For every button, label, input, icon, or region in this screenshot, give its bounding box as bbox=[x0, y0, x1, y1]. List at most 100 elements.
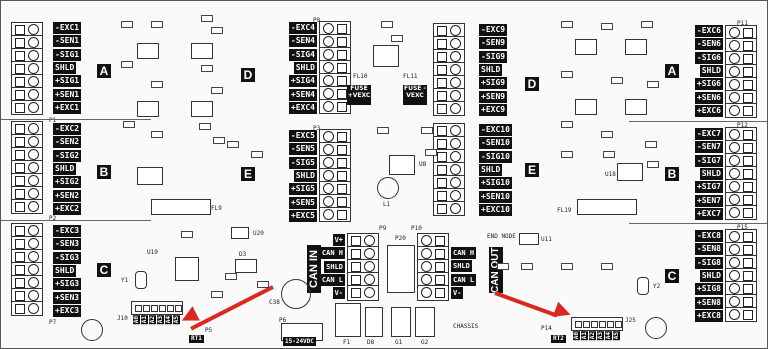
section-letter-e2: E bbox=[525, 163, 539, 177]
terminal-hole bbox=[323, 170, 334, 181]
component-g1 bbox=[391, 307, 411, 337]
can-out-pin-label: CAN L bbox=[451, 273, 477, 286]
smd-component bbox=[561, 121, 573, 128]
smd-component bbox=[211, 87, 223, 94]
signal-label: +EXC8 bbox=[694, 309, 723, 322]
signal-label: -SIG5 bbox=[288, 156, 317, 169]
signal-label: +SEN4 bbox=[288, 88, 317, 101]
can-out-pin-label: CAN H bbox=[451, 247, 477, 259]
terminal-hole bbox=[28, 225, 39, 236]
section-divider bbox=[1, 220, 151, 221]
smd-component bbox=[647, 161, 659, 168]
terminal-hole bbox=[323, 36, 334, 47]
signal-label: +SEN9 bbox=[479, 90, 508, 103]
component-g2 bbox=[415, 307, 435, 337]
signal-label: -SEN2 bbox=[53, 136, 82, 149]
ref-g1: G1 bbox=[395, 339, 403, 346]
terminal-hole bbox=[323, 196, 334, 207]
ref-d3: D3 bbox=[239, 251, 247, 258]
terminal-position bbox=[12, 23, 42, 36]
terminal-hole bbox=[323, 75, 334, 86]
terminal-position bbox=[12, 263, 42, 276]
terminal-position bbox=[320, 182, 350, 195]
address-pin-label: A4 bbox=[165, 315, 172, 325]
ic-u20 bbox=[231, 227, 249, 239]
terminal-position bbox=[12, 187, 42, 200]
terminal-screw bbox=[743, 41, 753, 51]
ref-p9: P9 bbox=[379, 225, 387, 232]
terminal-screw bbox=[437, 104, 447, 114]
terminal-screw bbox=[435, 288, 445, 298]
terminal-hole bbox=[323, 101, 334, 112]
diode-d3 bbox=[235, 259, 257, 273]
ic-u3 bbox=[191, 101, 213, 117]
smd-component bbox=[199, 123, 211, 130]
address-pin-label: A3 bbox=[157, 315, 164, 325]
terminal-screw bbox=[743, 245, 753, 255]
signal-label: +SIG9 bbox=[479, 77, 508, 90]
ref-u20: U20 bbox=[253, 230, 264, 237]
terminal-position bbox=[320, 208, 350, 221]
terminal-hole bbox=[28, 188, 39, 199]
terminal-hole bbox=[450, 103, 461, 114]
signal-label: +SIG6 bbox=[694, 78, 723, 91]
terminal-hole bbox=[729, 155, 740, 166]
terminal-screw bbox=[351, 288, 361, 298]
mounting-hole bbox=[645, 317, 667, 339]
terminal-screw bbox=[437, 52, 447, 62]
ref-p3: P3 bbox=[313, 125, 321, 132]
terminal-screw bbox=[337, 89, 347, 99]
ref-p11: P11 bbox=[737, 20, 748, 27]
terminal-position bbox=[434, 89, 464, 102]
can-in-pin-label: SHLD bbox=[324, 260, 345, 273]
terminal-screw bbox=[743, 143, 753, 153]
terminal-screw bbox=[15, 202, 25, 212]
ic-u5 bbox=[191, 43, 213, 59]
ic-u13 bbox=[625, 99, 647, 115]
smd-component bbox=[151, 131, 163, 138]
ref-j25: J25 bbox=[625, 317, 636, 324]
terminal-screw bbox=[15, 77, 25, 87]
terminal-screw bbox=[437, 26, 447, 36]
terminal-hole bbox=[323, 209, 334, 220]
ref-u18: U18 bbox=[605, 171, 616, 178]
smd-component bbox=[225, 273, 237, 280]
terminal-block-mid-right-bottom bbox=[433, 123, 465, 216]
terminal-position bbox=[726, 243, 756, 256]
terminal-position bbox=[12, 36, 42, 49]
terminal-hole bbox=[421, 261, 432, 272]
terminal-hole bbox=[450, 125, 461, 136]
signal-label: -SEN5 bbox=[288, 143, 317, 156]
smd-component bbox=[121, 61, 133, 68]
signal-label: -SEN6 bbox=[694, 38, 723, 51]
terminal-position bbox=[320, 100, 350, 113]
terminal-screw bbox=[15, 189, 25, 199]
terminal-screw bbox=[337, 24, 347, 34]
terminal-hole bbox=[729, 129, 740, 140]
terminal-position bbox=[726, 256, 756, 269]
smd-component bbox=[601, 23, 613, 30]
smd-component bbox=[211, 291, 223, 298]
smd-component bbox=[201, 65, 213, 72]
terminal-position bbox=[726, 206, 756, 219]
header-pin bbox=[583, 321, 590, 328]
ic-u7 bbox=[373, 45, 399, 67]
terminal-position bbox=[320, 156, 350, 169]
inductor-l1 bbox=[377, 177, 399, 199]
rt2-label: RT2 bbox=[551, 335, 566, 343]
ic-u18 bbox=[617, 163, 643, 181]
terminal-position bbox=[12, 276, 42, 289]
signal-label: +EXC2 bbox=[53, 202, 82, 215]
address-pin-label: A5 bbox=[173, 315, 180, 325]
terminal-position bbox=[726, 78, 756, 91]
terminal-position bbox=[348, 273, 378, 286]
signal-label: SHLD bbox=[479, 63, 503, 76]
terminal-hole bbox=[729, 283, 740, 294]
terminal-screw bbox=[437, 126, 447, 136]
section-letter-a: A bbox=[97, 64, 111, 78]
terminal-screw bbox=[743, 208, 753, 218]
ref-p20: P20 bbox=[395, 235, 406, 242]
terminal-position bbox=[434, 176, 464, 189]
terminal-position bbox=[726, 282, 756, 295]
smd-component bbox=[151, 21, 163, 28]
